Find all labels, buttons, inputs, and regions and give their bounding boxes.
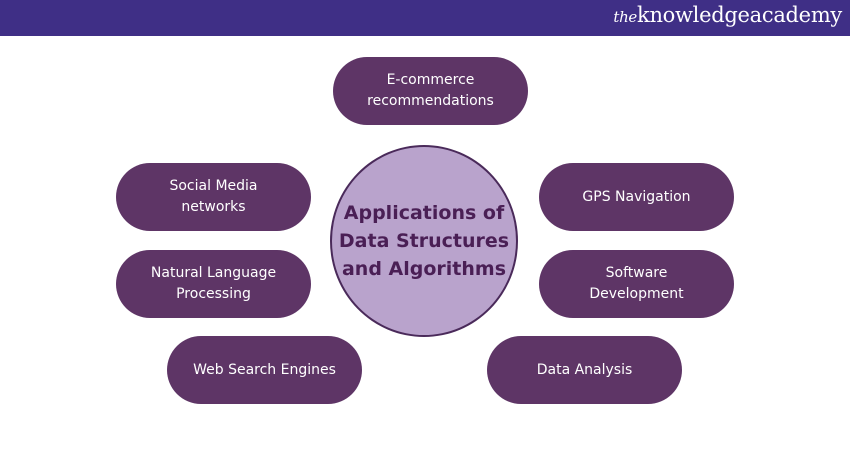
application-data-analysis: Data Analysis xyxy=(487,336,682,404)
center-line: and Algorithms xyxy=(341,258,507,280)
pill-label: Natural Language xyxy=(150,265,277,281)
application-ecommerce: E-commerce recommendations xyxy=(333,57,528,125)
center-line: Applications of xyxy=(343,202,505,224)
pill-label: GPS Navigation xyxy=(582,188,691,205)
center-topic: Applications of Data Structures and Algori… xyxy=(330,145,518,337)
application-social-media: Social Media networks xyxy=(116,163,311,231)
pill-label: Software xyxy=(605,265,668,281)
application-gps: GPS Navigation xyxy=(539,163,734,231)
logo-prefix: the xyxy=(613,8,638,26)
header-bar: theknowledgeacademy xyxy=(0,0,850,36)
pill-label: E-commerce xyxy=(386,72,475,88)
pill-label: Data Analysis xyxy=(536,361,633,378)
pill-label: Web Search Engines xyxy=(193,361,336,378)
application-web-search: Web Search Engines xyxy=(167,336,362,404)
center-line: Data Structures xyxy=(338,230,510,252)
pill-label: Development xyxy=(589,286,684,302)
pill-label: networks xyxy=(181,199,246,215)
pill-label: Processing xyxy=(176,286,251,302)
logo-main: knowledgeacademy xyxy=(637,3,842,27)
brand-logo: theknowledgeacademy xyxy=(613,3,842,27)
pill-label: Social Media xyxy=(169,178,258,194)
pill-label: recommendations xyxy=(367,93,494,109)
